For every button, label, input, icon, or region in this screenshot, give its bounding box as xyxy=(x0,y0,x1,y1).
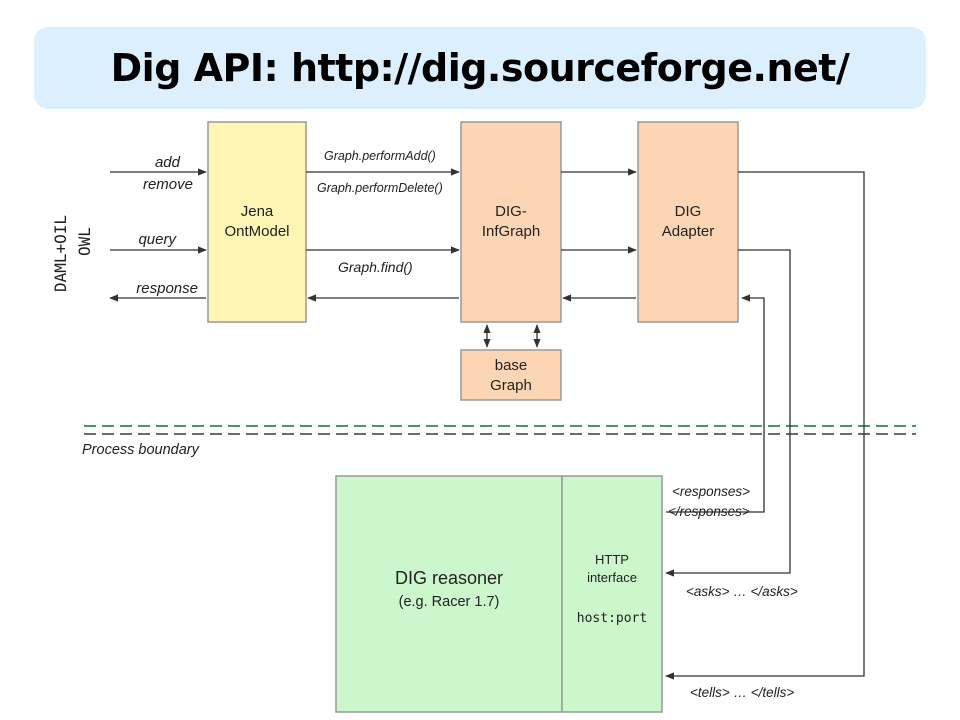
base-graph-box: base Graph xyxy=(460,349,562,401)
tells-label: <tells> … </tells> xyxy=(690,685,794,700)
responses-open-label: <responses> xyxy=(672,484,750,499)
input-remove-label: remove xyxy=(143,176,193,193)
process-boundary-lines xyxy=(84,425,916,435)
find-label: Graph.find() xyxy=(338,259,413,275)
process-boundary-label: Process boundary xyxy=(82,442,200,458)
http-label-1: HTTP xyxy=(595,552,629,567)
jena-label-2: OntModel xyxy=(224,223,289,240)
dig-infgraph-box: DIG- InfGraph xyxy=(460,121,562,323)
slide-title: Dig API: http://dig.sourceforge.net/ xyxy=(110,46,850,90)
reasoner-label-1: DIG reasoner xyxy=(395,568,503,588)
asks-connector xyxy=(665,249,791,577)
adapter-label-1: DIG xyxy=(675,203,702,220)
base-label-2: Graph xyxy=(490,377,532,394)
host-port-label: host:port xyxy=(577,611,647,626)
input-arrows xyxy=(109,168,207,302)
output-response-label: response xyxy=(136,280,198,297)
title-banner: Dig API: http://dig.sourceforge.net/ xyxy=(34,27,926,109)
dig-adapter-box: DIG Adapter xyxy=(637,121,739,323)
http-label-2: interface xyxy=(587,570,637,585)
reasoner-label-2: (e.g. Racer 1.7) xyxy=(399,594,500,610)
asks-label: <asks> … </asks> xyxy=(686,584,798,599)
tells-connector xyxy=(665,171,865,680)
infgraph-label-2: InfGraph xyxy=(482,223,540,240)
responses-connector xyxy=(666,294,765,513)
jena-ontmodel-box: Jena OntModel xyxy=(207,121,307,323)
adapter-label-2: Adapter xyxy=(662,223,715,240)
infgraph-adapter-arrows xyxy=(561,168,637,302)
dig-reasoner-box: DIG reasoner (e.g. Racer 1.7) xyxy=(335,475,563,713)
side-label-owl: OWL xyxy=(75,227,94,256)
side-label-daml-oil: DAML+OIL xyxy=(51,215,70,292)
jena-infgraph-arrows xyxy=(306,168,460,302)
responses-close-label: </responses> xyxy=(668,504,750,519)
input-query-label: query xyxy=(138,231,177,248)
http-interface-box: HTTP interface host:port xyxy=(561,475,663,713)
infgraph-label-1: DIG- xyxy=(495,203,527,220)
base-graph-arrows xyxy=(483,324,541,348)
base-label-1: base xyxy=(495,357,528,374)
jena-label-1: Jena xyxy=(241,203,274,220)
perform-delete-label: Graph.performDelete() xyxy=(317,181,443,195)
perform-add-label: Graph.performAdd() xyxy=(324,149,436,163)
input-add-label: add xyxy=(155,154,181,171)
